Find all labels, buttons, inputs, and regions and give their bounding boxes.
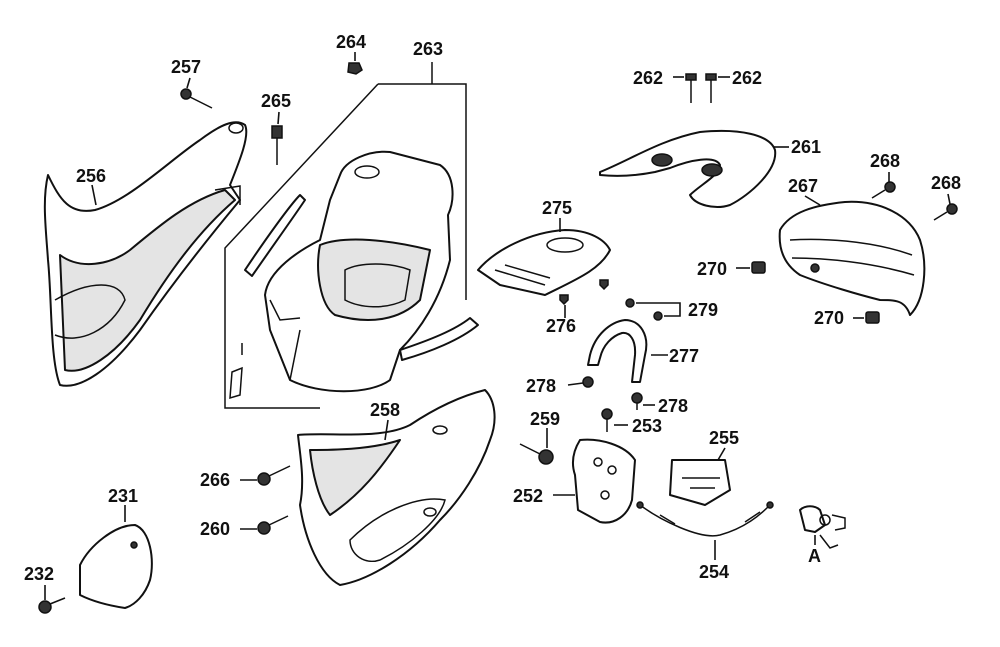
label-260: 260: [200, 519, 230, 539]
small-clip-parts: [229, 343, 243, 400]
screw-278-a: [567, 376, 594, 388]
label-262-left: 262: [633, 68, 663, 88]
part-254-cable: [636, 501, 774, 537]
grommet-270-b: [865, 311, 880, 324]
label-275: 275: [542, 198, 572, 218]
screw-266: [257, 465, 291, 486]
label-255: 255: [709, 428, 739, 448]
label-A: A: [808, 546, 821, 566]
label-276: 276: [546, 316, 576, 336]
screw-232: [38, 597, 66, 614]
label-252: 252: [513, 486, 543, 506]
label-268-top: 268: [870, 151, 900, 171]
clip-276: [559, 279, 609, 306]
label-278-left: 278: [526, 376, 556, 396]
label-232: 232: [24, 564, 54, 584]
label-253: 253: [632, 416, 662, 436]
nut-264: [347, 62, 363, 75]
label-277: 277: [669, 346, 699, 366]
part-261-grab-rail: [599, 129, 777, 208]
label-231: 231: [108, 486, 138, 506]
grommet-270-a: [751, 261, 766, 274]
part-252-latch-bracket: [571, 438, 636, 524]
screw-260: [257, 515, 289, 535]
rubber-strip-left: [244, 194, 306, 277]
label-268-right: 268: [931, 173, 961, 193]
key-lock-A: [799, 505, 846, 549]
bolt-259: [519, 443, 554, 465]
label-278-right: 278: [658, 396, 688, 416]
label-263: 263: [413, 39, 443, 59]
screw-253: [601, 408, 613, 432]
screw-265: [271, 125, 283, 165]
screws-279: [625, 298, 663, 321]
part-258-right-side-cover: [297, 389, 496, 586]
label-258: 258: [370, 400, 400, 420]
screw-268-a: [871, 181, 896, 199]
label-270-top: 270: [697, 259, 727, 279]
part-231-flap-cover: [79, 524, 153, 609]
label-266: 266: [200, 470, 230, 490]
part-275-rear-panel: [477, 229, 611, 296]
bolts-262: [685, 73, 717, 103]
label-262-right: 262: [732, 68, 762, 88]
label-265: 265: [261, 91, 291, 111]
part-267-rear-cushion: [778, 200, 926, 316]
label-270-bottom: 270: [814, 308, 844, 328]
label-259: 259: [530, 409, 560, 429]
label-257: 257: [171, 57, 201, 77]
label-264: 264: [336, 32, 366, 52]
screw-257: [180, 88, 213, 109]
screw-278-b: [631, 392, 643, 410]
part-255-latch: [669, 459, 731, 506]
label-254: 254: [699, 562, 729, 582]
part-277-bracket: [587, 319, 648, 383]
label-261: 261: [791, 137, 821, 157]
screw-268-b: [933, 203, 958, 221]
part-256-left-side-cover: [43, 121, 248, 387]
rubber-strip-right: [399, 317, 479, 361]
label-279: 279: [688, 300, 718, 320]
label-256: 256: [76, 166, 106, 186]
label-267: 267: [788, 176, 818, 196]
part-263-storage-box: [224, 62, 467, 409]
